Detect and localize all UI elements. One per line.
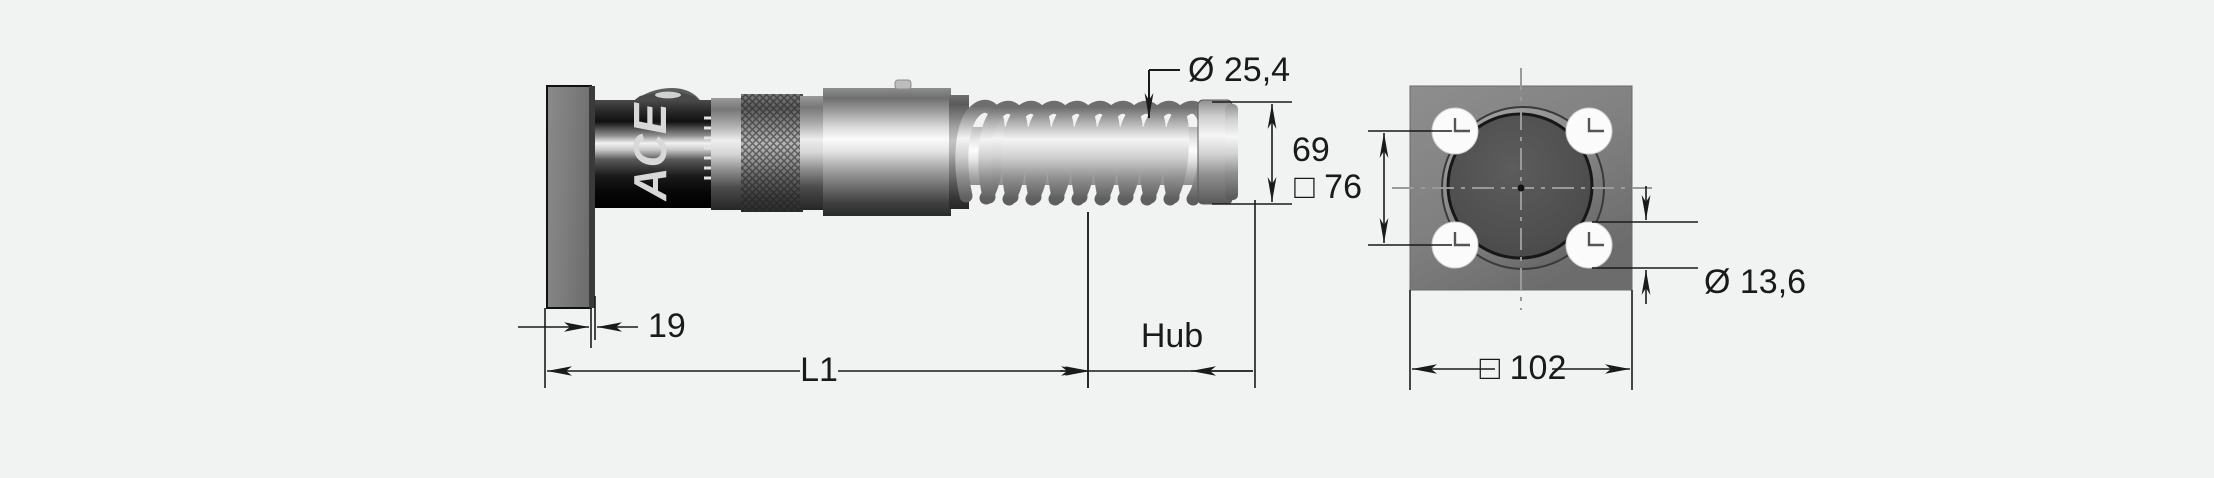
dimension-label-spring-diameter: Ø 25,4 <box>1188 51 1290 89</box>
return-spring <box>955 99 1212 206</box>
dimension-label-hole-diameter: Ø 13,6 <box>1704 263 1806 301</box>
front-flange-view: □ 76 Ø 13,6 □ 102 <box>1294 68 1806 390</box>
mounting-flange-plate <box>546 85 595 309</box>
cylinder-body-steel <box>800 79 969 216</box>
knurled-ring <box>741 94 803 212</box>
brand-label: ACE <box>624 102 676 201</box>
mounting-hole-group <box>1431 107 1613 269</box>
dimension-label-L1: L1 <box>800 351 838 389</box>
dimension-square-76 <box>1368 130 1452 246</box>
mounting-hole-bottom-right <box>1565 221 1613 269</box>
dimension-length-19 <box>518 296 638 348</box>
dimension-label-square-102: □ 102 <box>1480 349 1567 387</box>
dimension-label-square-76: □ 76 <box>1294 168 1362 206</box>
dimension-label-hub: Hub <box>1141 317 1203 355</box>
dimension-height-69 <box>1212 101 1292 205</box>
side-elevation-view: ACE <box>518 51 1330 389</box>
adjustment-collar <box>711 98 741 210</box>
dimension-label-19: 19 <box>648 307 686 345</box>
dimension-hole-diameter <box>1592 186 1698 304</box>
dimension-stroke-hub <box>1060 200 1256 388</box>
centre-point <box>1517 184 1525 192</box>
spring-end-cap <box>1197 99 1238 205</box>
dimension-square-102 <box>1409 290 1633 390</box>
dimension-spring-diameter <box>1144 69 1180 118</box>
mounting-hole-top-right <box>1565 107 1613 155</box>
main-body-black: ACE <box>595 88 717 208</box>
dimension-label-height-69: 69 <box>1292 131 1330 169</box>
